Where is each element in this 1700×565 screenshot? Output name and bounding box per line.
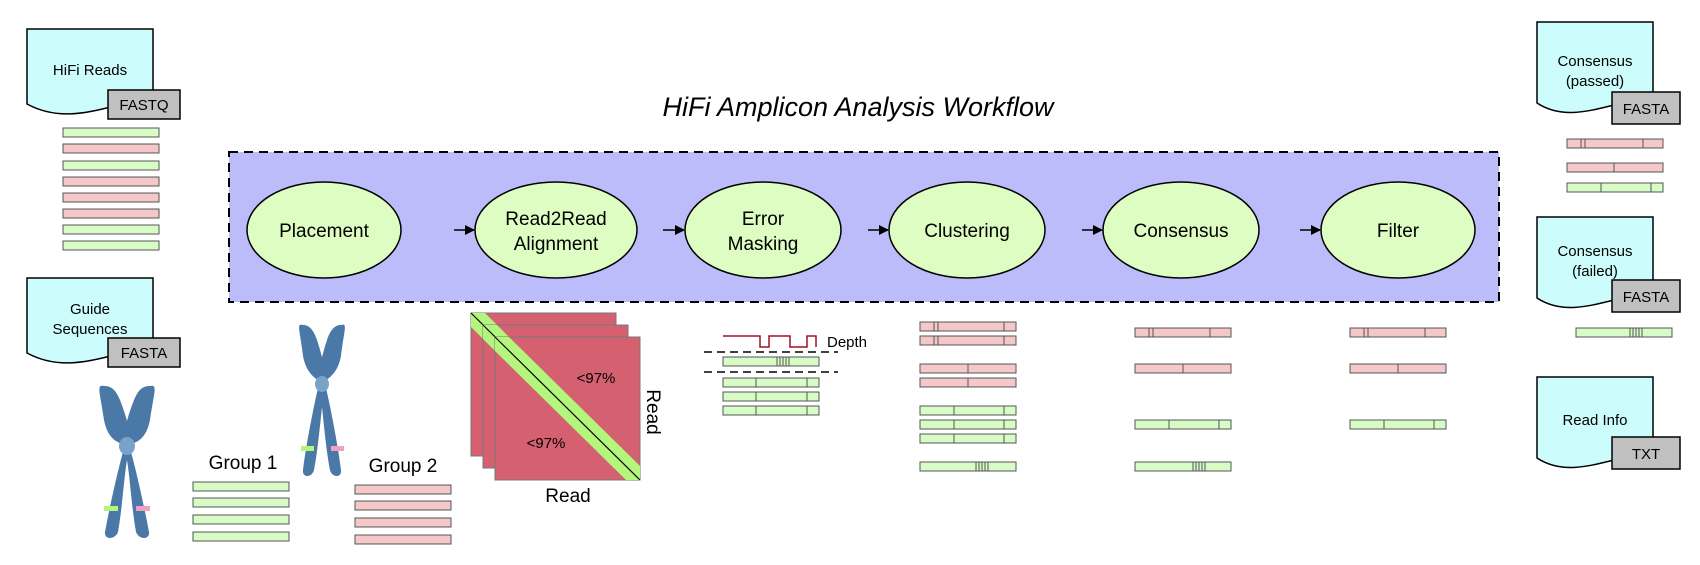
- matrix-lower-label: <97%: [527, 435, 566, 452]
- step-read2read-label-1: Read2Read: [505, 209, 606, 230]
- hifi-reads-label: HiFi Reads: [53, 62, 127, 79]
- consensus-reads: [1134, 327, 1232, 472]
- guide-sequences-document: Guide Sequences FASTA: [26, 277, 181, 368]
- workflow-box: [228, 151, 1500, 303]
- depth-trace: [723, 335, 817, 348]
- step-error-masking: Error Masking: [684, 181, 842, 279]
- hifi-reads-stack: [62, 127, 160, 251]
- consensus-passed-document: Consensus (passed) FASTA: [1536, 21, 1681, 125]
- clustering-reads: [919, 321, 1017, 472]
- step-filter: Filter: [1320, 181, 1476, 279]
- step-read2read-alignment: Read2Read Alignment: [474, 181, 638, 279]
- read-matrix-stack: <97% <97% Read Read: [470, 312, 663, 507]
- matrix-y-axis-label: Read: [642, 389, 663, 434]
- chromosome-small: [299, 324, 345, 476]
- consensus-passed-label-2: (passed): [1566, 73, 1624, 90]
- read-matrix-front: [494, 336, 641, 481]
- consensus-failed-label-2: (failed): [1572, 263, 1618, 280]
- step-placement-label: Placement: [279, 221, 369, 242]
- read-info-format-tag: TXT: [1632, 446, 1660, 463]
- matrix-upper-label: <97%: [577, 370, 616, 387]
- step-consensus: Consensus: [1102, 181, 1260, 279]
- diagram-title: HiFi Amplicon Analysis Workflow: [662, 92, 1055, 122]
- step-read2read-label-2: Alignment: [514, 234, 599, 255]
- hifi-reads-document: HiFi Reads FASTQ: [26, 28, 181, 120]
- consensus-passed-label-1: Consensus: [1557, 53, 1632, 70]
- error-masking-illustration: Depth: [704, 334, 867, 416]
- consensus-failed-reads: [1575, 327, 1673, 338]
- group-1-reads: [192, 481, 290, 542]
- read-info-document: Read Info TXT: [1536, 376, 1681, 470]
- step-error-masking-label-1: Error: [742, 209, 785, 230]
- guide-sequences-format-tag: FASTA: [121, 345, 167, 362]
- consensus-failed-document: Consensus (failed) FASTA: [1536, 216, 1681, 313]
- step-consensus-label: Consensus: [1133, 221, 1228, 242]
- step-filter-label: Filter: [1377, 221, 1420, 242]
- chromosome-large: [99, 385, 155, 538]
- step-placement: Placement: [246, 181, 402, 279]
- depth-label: Depth: [827, 334, 867, 351]
- read-info-label: Read Info: [1562, 412, 1627, 429]
- step-error-masking-label-2: Masking: [728, 234, 799, 255]
- consensus-failed-format-tag: FASTA: [1623, 289, 1669, 306]
- filter-reads: [1349, 327, 1447, 430]
- step-clustering: Clustering: [888, 181, 1046, 279]
- group-2-reads: [354, 484, 452, 545]
- guide-sequences-label-2: Sequences: [52, 321, 127, 338]
- hifi-reads-format-tag: FASTQ: [119, 97, 168, 114]
- matrix-x-axis-label: Read: [545, 486, 590, 507]
- step-clustering-label: Clustering: [924, 221, 1010, 242]
- consensus-passed-reads: [1566, 138, 1664, 193]
- consensus-passed-format-tag: FASTA: [1623, 101, 1669, 118]
- consensus-failed-label-1: Consensus: [1557, 243, 1632, 260]
- guide-sequences-label-1: Guide: [70, 301, 110, 318]
- group-2-label: Group 2: [369, 456, 438, 477]
- group-1-label: Group 1: [209, 453, 278, 474]
